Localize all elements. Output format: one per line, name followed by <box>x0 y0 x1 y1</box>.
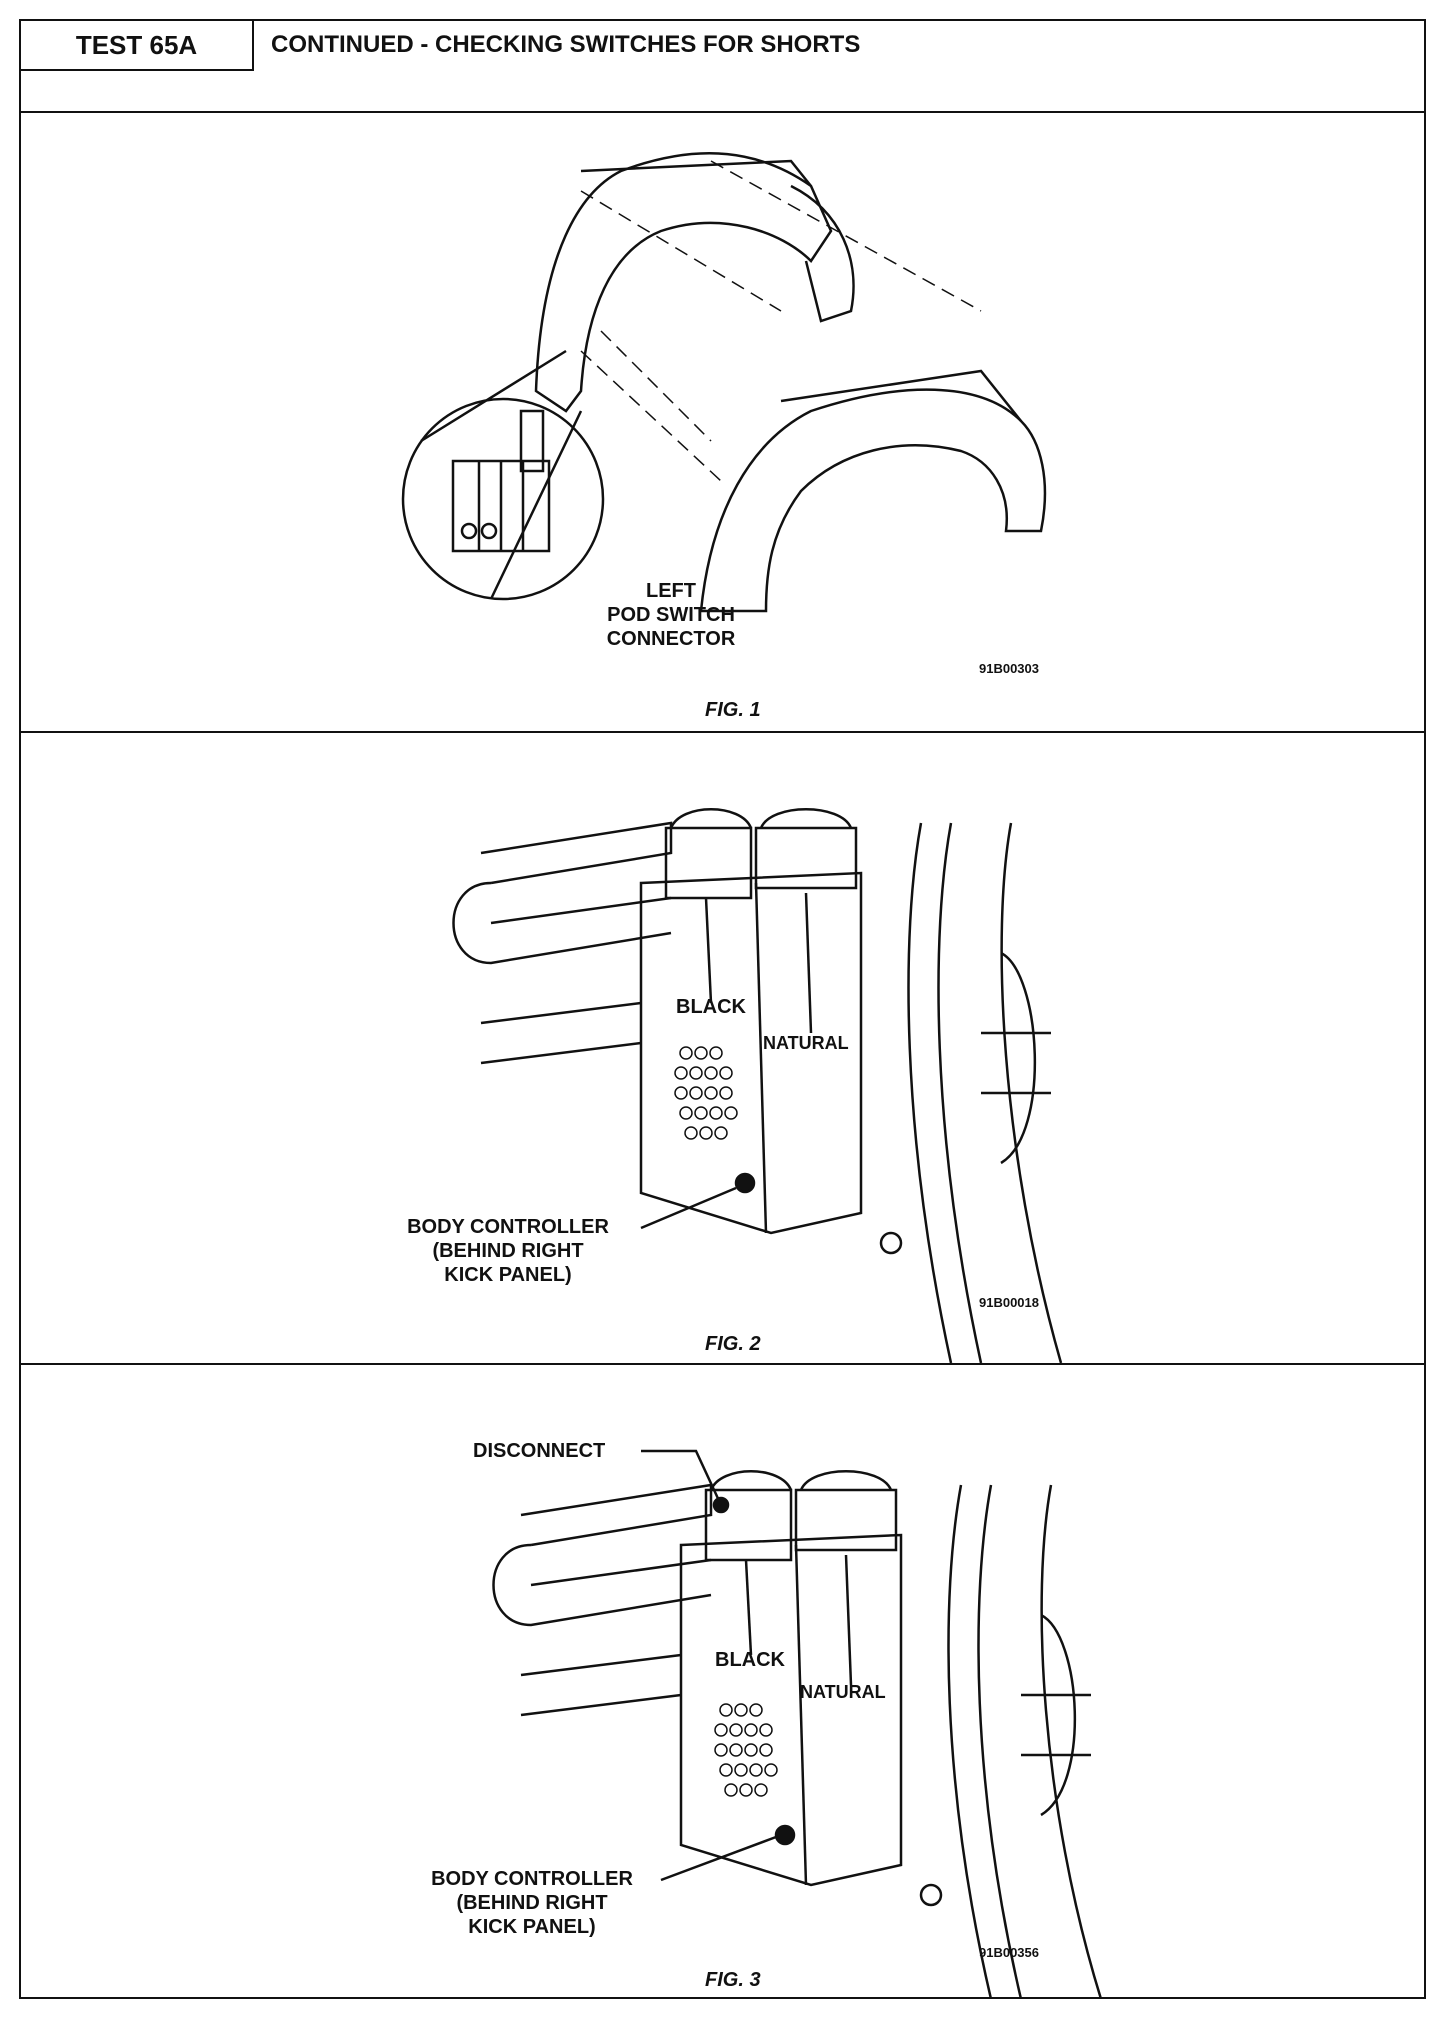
black-connector-label: BLACK <box>676 996 746 1018</box>
figure-3-panel: DISCONNECT BLACK NATURAL BODY CONTROLLER… <box>21 1365 1424 2001</box>
page-title: CONTINUED - CHECKING SWITCHES FOR SHORTS <box>271 31 861 58</box>
figure-3-code: 91B00356 <box>979 1945 1039 1960</box>
figure-1-panel: LEFT POD SWITCH CONNECTOR 91B00303 FIG. … <box>21 111 1424 733</box>
body-controller-label: BODY CONTROLLER (BEHIND RIGHT KICK PANEL… <box>431 1868 633 1938</box>
figure-1-caption: FIG. 1 <box>705 699 761 721</box>
figure-3-caption: FIG. 3 <box>705 1969 761 1991</box>
page-header: TEST 65A CONTINUED - CHECKING SWITCHES F… <box>21 21 1424 113</box>
figure-2-code: 91B00018 <box>979 1295 1039 1310</box>
body-controller-illustration <box>452 808 1063 1363</box>
pod-switch-connector-label: LEFT POD SWITCH CONNECTOR <box>606 580 736 650</box>
natural-connector-label: NATURAL <box>800 1682 886 1702</box>
steering-column-shroud-illustration <box>401 151 1047 613</box>
figure-1-code: 91B00303 <box>979 661 1039 676</box>
figure-2-caption: FIG. 2 <box>705 1333 761 1355</box>
test-id: TEST 65A <box>21 21 254 71</box>
page-frame: TEST 65A CONTINUED - CHECKING SWITCHES F… <box>19 19 1426 1999</box>
disconnect-label: DISCONNECT <box>473 1440 606 1462</box>
figure-2-panel: BLACK NATURAL BODY CONTROLLER (BEHIND RI… <box>21 733 1424 1365</box>
body-controller-disconnect-illustration <box>492 1449 1103 1999</box>
black-connector-label: BLACK <box>715 1649 785 1671</box>
body-controller-label: BODY CONTROLLER (BEHIND RIGHT KICK PANEL… <box>407 1216 609 1286</box>
natural-connector-label: NATURAL <box>763 1033 849 1053</box>
